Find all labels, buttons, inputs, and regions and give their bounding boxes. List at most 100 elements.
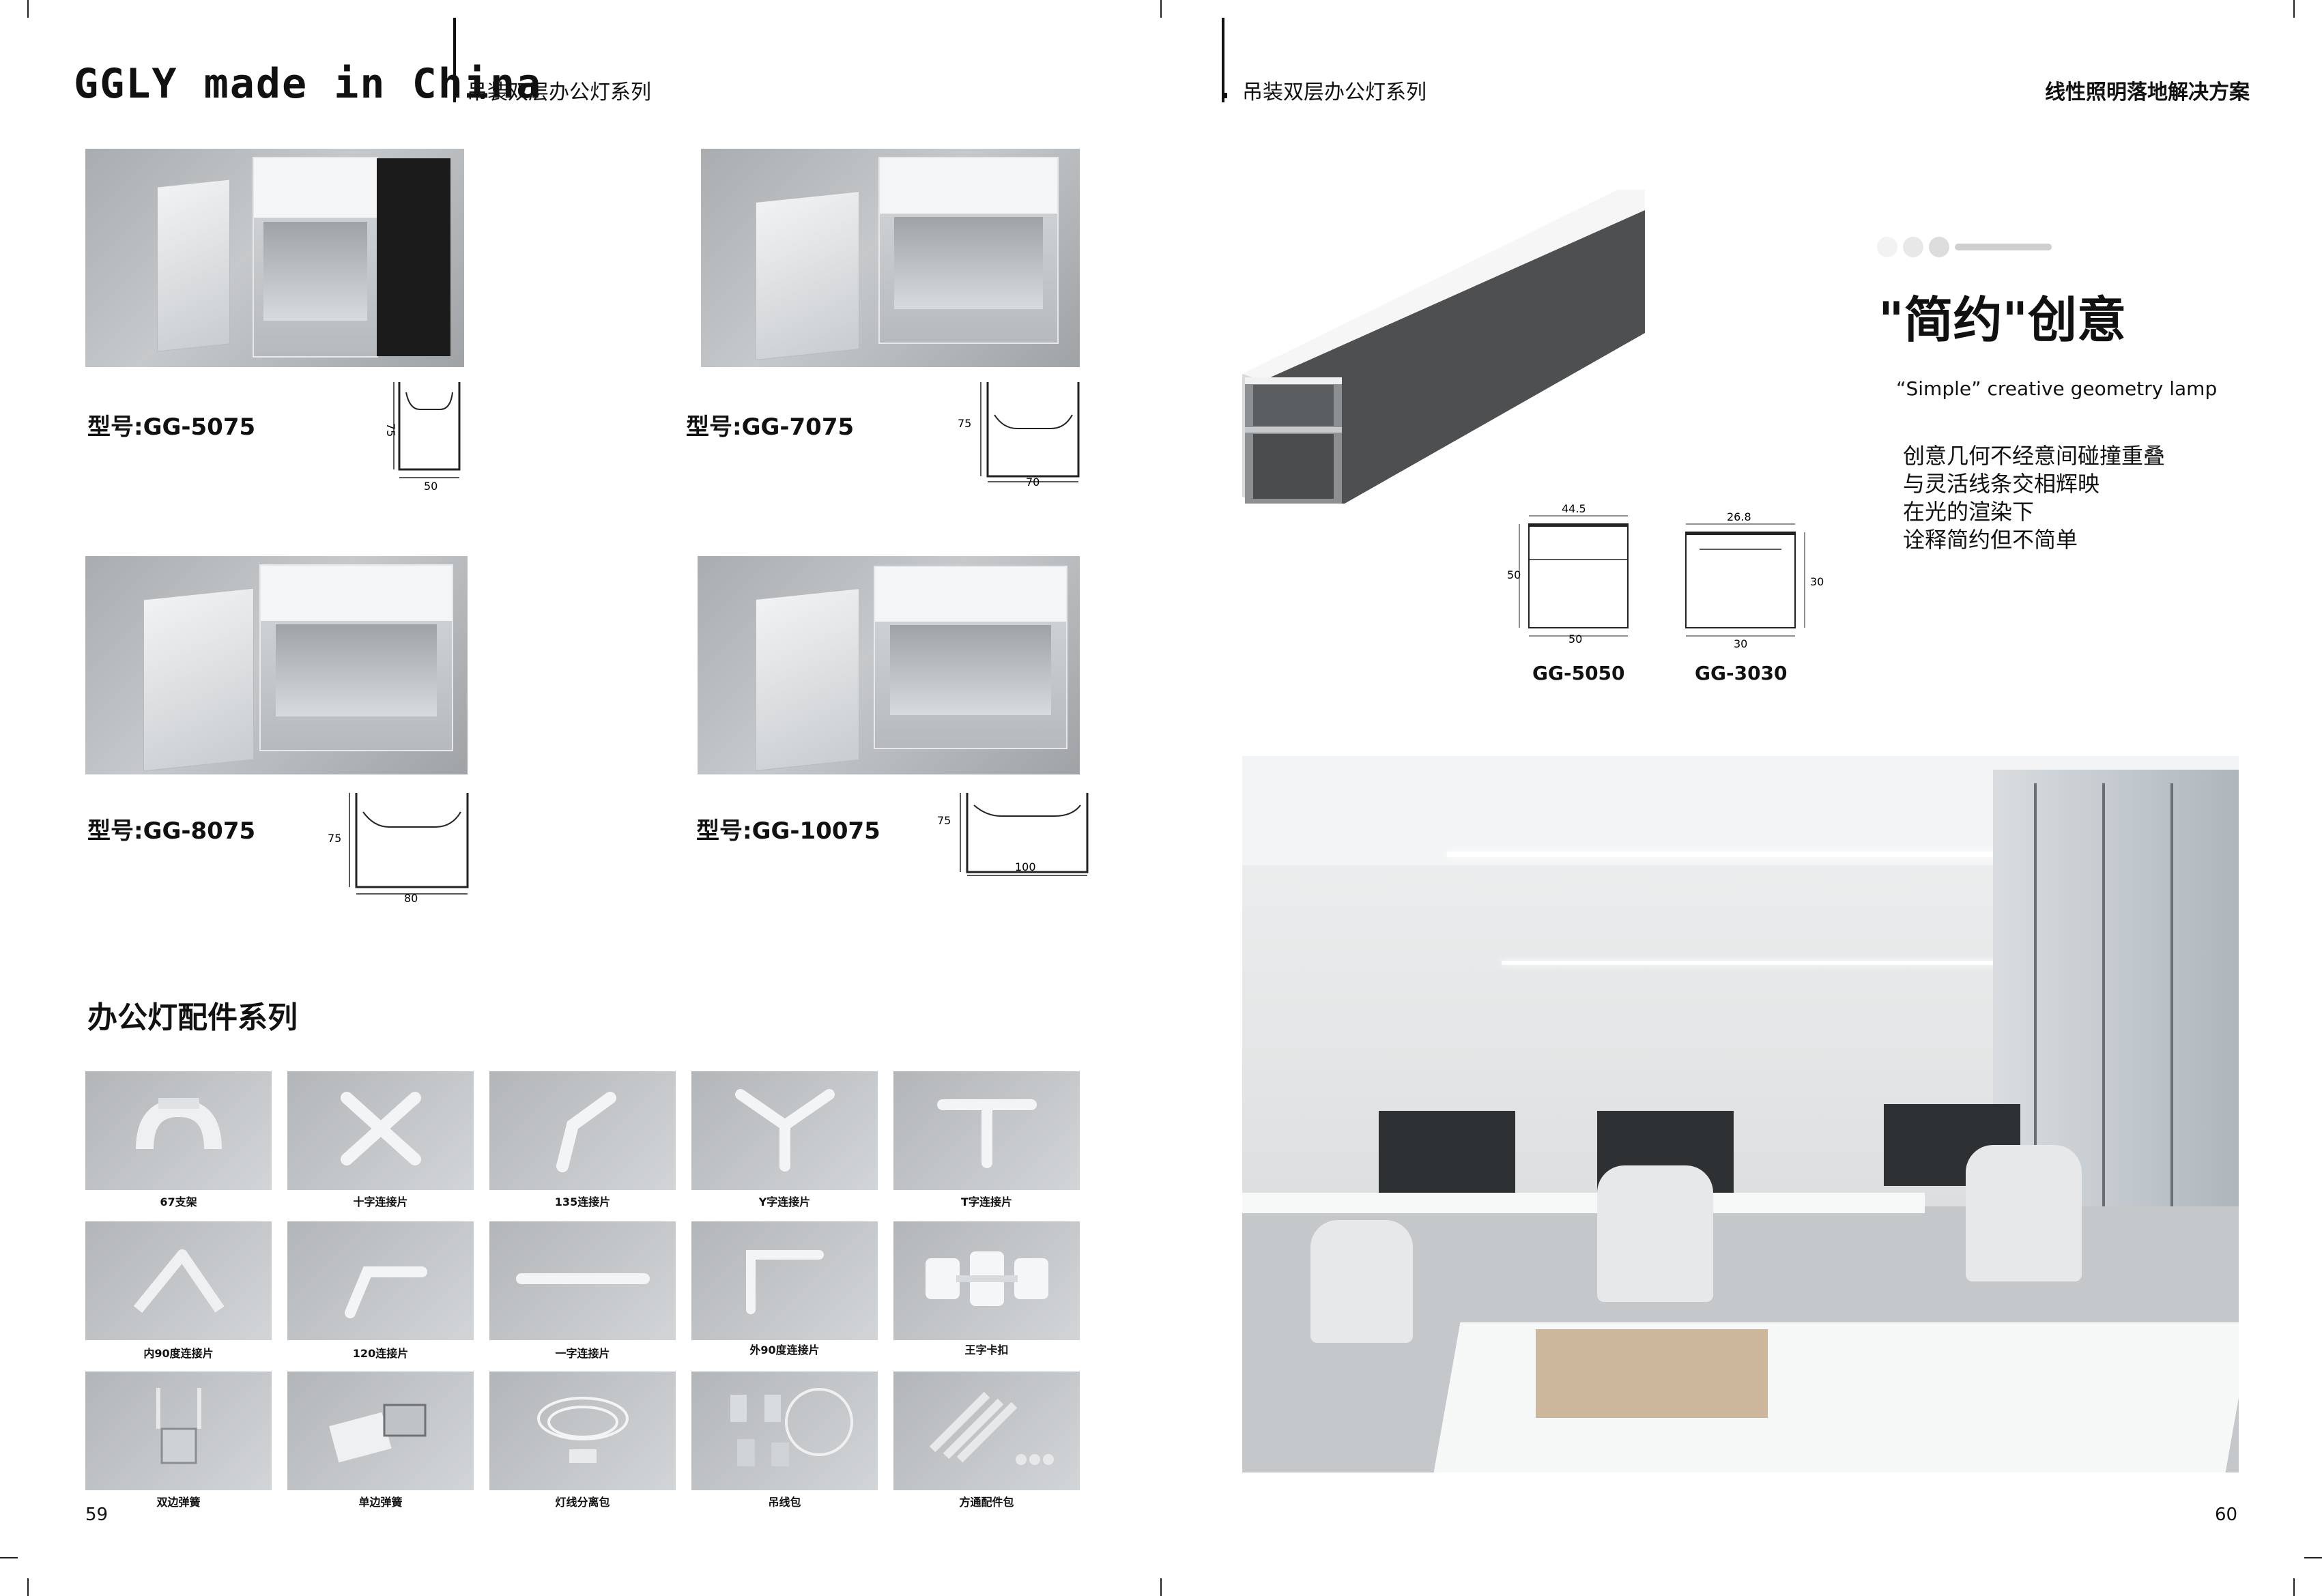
- accessory-photo: [85, 1372, 272, 1490]
- crop-mark: [27, 1578, 29, 1596]
- accessory-label: 67支架: [160, 1195, 197, 1208]
- product-photo-gg-7075: [701, 149, 1080, 367]
- office-chair: [1597, 1165, 1713, 1302]
- crop-mark: [1160, 1578, 1162, 1596]
- linear-light: [1502, 961, 2116, 965]
- linear-light: [1447, 852, 2130, 857]
- product-photo-gg-10075: [698, 556, 1080, 774]
- crop-mark: [0, 1557, 18, 1558]
- cross-connector-icon: [340, 1091, 421, 1165]
- description-line: 与灵活线条交相辉映: [1903, 471, 2100, 497]
- height-dim: 75: [958, 417, 971, 430]
- height-dim: 75: [384, 423, 397, 437]
- accessory-photo: [85, 1071, 272, 1190]
- crop-mark: [27, 0, 29, 18]
- crop-mark: [1160, 0, 1162, 18]
- profile-body: [253, 157, 450, 358]
- monitor: [1379, 1111, 1515, 1193]
- end-cap-plate: [756, 588, 859, 771]
- double-spring-icon: [156, 1387, 201, 1464]
- accessory-photo: [893, 1221, 1080, 1340]
- description-line: 创意几何不经意间碰撞重叠: [1903, 443, 2166, 469]
- width-dim: 70: [1026, 476, 1040, 489]
- y-connector-icon: [734, 1088, 835, 1172]
- office-chair: [1966, 1145, 2082, 1281]
- accessory-label: 灯线分离包: [555, 1496, 610, 1509]
- straight-connector-icon: [515, 1273, 650, 1284]
- single-spring-icon: [328, 1404, 426, 1462]
- profile-render-gg-5050: [1242, 190, 1645, 504]
- crop-mark: [2293, 0, 2295, 18]
- model-label: 型号:GG-5075: [87, 413, 256, 441]
- crop-mark: [2304, 1557, 2322, 1558]
- width-dim: 50: [1568, 633, 1582, 645]
- accessory-photo: [489, 1071, 676, 1190]
- suspension-wire-icon: [730, 1387, 853, 1466]
- window-mullion: [2034, 783, 2037, 1384]
- desk-row: [1242, 1193, 1925, 1213]
- description-line: 诠释简约但不简单: [1903, 527, 2078, 553]
- profile-body: [259, 564, 453, 751]
- cross-section-gg-5075: 75 50: [384, 382, 461, 491]
- brand-logo: GGLY made in China: [74, 60, 543, 108]
- accessory-label: 王字卡扣: [964, 1344, 1009, 1356]
- description-block: 创意几何不经意间碰撞重叠 与灵活线条交相辉映 在光的渲染下 诠释简约但不简单: [1903, 442, 2165, 554]
- width-dim: 30: [1734, 637, 1747, 648]
- header-dot: [1222, 93, 1227, 98]
- headline: "简约"创意: [1878, 291, 2127, 349]
- office-scene-photo: [1242, 756, 2239, 1472]
- accessory-label: 双边弹簧: [156, 1496, 201, 1509]
- bracket-icon: [135, 1097, 222, 1149]
- header-divider: [453, 18, 456, 102]
- end-cap-plate: [157, 179, 230, 352]
- t-connector-icon: [936, 1099, 1037, 1168]
- page-number-right: 60: [2215, 1505, 2238, 1525]
- crop-mark: [2293, 1578, 2295, 1596]
- page-number-left: 59: [85, 1505, 109, 1525]
- width-dim: 100: [1015, 860, 1036, 873]
- cross-section-gg-10075: 75 100: [937, 793, 1089, 876]
- accessories-title: 办公灯配件系列: [87, 1000, 298, 1035]
- 120-connector-icon: [344, 1266, 427, 1318]
- accessory-label: 十字连接片: [353, 1195, 408, 1208]
- decorative-dots: [1877, 237, 2057, 257]
- architectural-model: [1536, 1329, 1768, 1418]
- accessory-label: 135连接片: [554, 1195, 611, 1208]
- height-dim: 30: [1810, 575, 1824, 588]
- cross-section-gg-8075: 75 80: [328, 793, 469, 905]
- 135-connector-icon: [556, 1091, 616, 1172]
- accessory-photo: [893, 1071, 1080, 1190]
- solution-title: 线性照明落地解决方案: [2045, 81, 2250, 104]
- model-label: 型号:GG-7075: [686, 413, 855, 441]
- top-dim: 44.5: [1562, 502, 1586, 515]
- height-dim: 50: [1507, 568, 1521, 581]
- accessory-label: Y字连接片: [758, 1195, 811, 1208]
- accessory-photo: [691, 1071, 878, 1190]
- office-chair: [1310, 1220, 1413, 1343]
- cross-section-gg-5050: 44.5 50 50: [1507, 502, 1629, 645]
- accessory-label: 外90度连接片: [749, 1344, 820, 1356]
- accessory-photo: [691, 1221, 878, 1340]
- accessory-label: 吊线包: [768, 1496, 801, 1509]
- accessory-photo: [287, 1221, 474, 1340]
- window-mullion: [2170, 783, 2173, 1384]
- accessory-label: 120连接片: [352, 1347, 409, 1360]
- header-divider: [1222, 18, 1224, 102]
- accessory-label: 单边弹簧: [358, 1496, 403, 1509]
- left-series-title: 吊装双层办公灯系列: [467, 81, 651, 104]
- wang-clip-icon: [925, 1251, 1048, 1306]
- tube-parts-icon: [929, 1391, 1054, 1465]
- end-cap-plate: [143, 587, 254, 772]
- top-dim: 26.8: [1727, 512, 1751, 523]
- description-line: 在光的渲染下: [1903, 499, 2035, 525]
- accessory-photo: [489, 1221, 676, 1340]
- model-label: GG-3030: [1695, 662, 1788, 684]
- accessory-label: 内90度连接片: [143, 1347, 214, 1360]
- accessory-label: 一字连接片: [555, 1347, 610, 1360]
- model-label: 型号:GG-8075: [87, 817, 256, 845]
- window-mullion: [2102, 783, 2105, 1384]
- model-label: GG-5050: [1532, 662, 1625, 684]
- accessory-photo: [489, 1372, 676, 1490]
- profile-body: [874, 566, 1067, 749]
- profile-body: [878, 157, 1059, 344]
